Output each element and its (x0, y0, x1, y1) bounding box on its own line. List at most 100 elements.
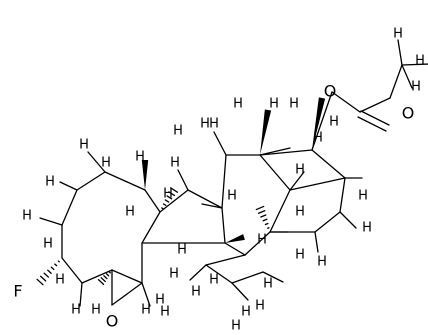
hash-h-9-6 (169, 187, 179, 193)
bond-C14-C13 (224, 242, 246, 256)
hydrogen-label: H (141, 303, 151, 318)
hash-h-15-6 (255, 205, 265, 211)
bond-C23-C24 (339, 177, 346, 213)
bond-C21-C15 (269, 189, 291, 233)
h-bond-9 (231, 282, 249, 301)
bond-C24-C21 (289, 177, 346, 191)
hydrogen-label: H (313, 131, 323, 146)
hash-o-5-1 (108, 271, 111, 274)
bond-C15-C14 (244, 231, 271, 256)
hydrogen-label: H (329, 115, 339, 130)
hash-f-3-1 (57, 260, 60, 263)
bond-C12-C13 (221, 207, 226, 244)
bond-C14-C18 (205, 254, 246, 266)
hydrogen-label: H (209, 117, 219, 132)
bond-lines (39, 39, 428, 307)
hydrogen-label: H (163, 187, 173, 202)
hash-h-9-4 (166, 195, 173, 200)
wedge-methyl-10 (141, 160, 149, 190)
oxygen-label-carbonyl: O (402, 104, 415, 123)
hash-f-3-4 (47, 269, 52, 274)
hydrogen-label: H (295, 205, 305, 220)
bond-C9-C10 (144, 189, 161, 213)
double-bond-a (357, 116, 387, 132)
bond-C6-C7 (111, 269, 143, 284)
bond-C12-C19 (221, 154, 227, 209)
bond-ester (311, 91, 333, 151)
hydrogen-label: H (227, 189, 237, 204)
hydrogen-label: H (411, 80, 421, 95)
bond-C18-C17 (205, 264, 233, 284)
bond-C24-C25 (311, 149, 346, 179)
hydrogen-label: H (177, 243, 187, 258)
hash-f-3-7 (36, 278, 44, 286)
hydrogen-label: H (55, 273, 65, 288)
hash-h-9-2 (162, 203, 167, 207)
stereo-wedges (141, 97, 326, 243)
hash-h-9-3 (164, 199, 170, 203)
hydrogen-label: H (79, 138, 89, 153)
hydrogen-label: H (358, 189, 368, 204)
hash-h-9-5 (168, 191, 176, 197)
bond-C17-C16 (231, 271, 264, 284)
bond-C4-C5 (61, 257, 83, 284)
fluorine-label: F (13, 282, 22, 301)
hydrogen-label: H (170, 156, 180, 171)
h-bond-12 (259, 147, 291, 156)
hydrogen-label: H (317, 255, 327, 270)
hydrogen-label: H (362, 221, 372, 236)
hydrogen-label: H (295, 248, 305, 263)
hash-f-3-5 (43, 272, 50, 278)
hydrogen-label: H (269, 97, 279, 112)
h-bond-14 (314, 231, 319, 253)
hash-o-5-2 (105, 273, 110, 277)
hydrogen-label: H (255, 299, 265, 314)
stereo-hashes (36, 187, 270, 286)
h-bond-18 (401, 63, 428, 66)
hydrogen-label: H (155, 293, 165, 308)
hydrogen-label: H (71, 303, 81, 318)
hash-f-3-3 (50, 266, 55, 271)
h-bond-8 (262, 271, 284, 283)
hash-f-3-2 (54, 263, 58, 267)
bond-C26-O2 (331, 91, 361, 113)
wedge-ester-17 (312, 97, 326, 150)
oxygen-label-ester: O (324, 82, 337, 101)
bond-C7-O1 (111, 282, 143, 306)
h-bond-15 (339, 211, 357, 229)
bond-C9-C11 (159, 189, 189, 213)
hydrogen-label: H (209, 273, 219, 288)
h-bond-17 (397, 39, 403, 66)
hash-h-15-4 (260, 214, 267, 218)
hydrogen-label: H (231, 319, 241, 334)
h-bond-3 (79, 282, 83, 307)
h-bond-5 (177, 169, 189, 191)
hash-h-15-2 (264, 222, 269, 226)
bond-C26-C27 (359, 97, 391, 113)
hash-h-15-1 (267, 227, 270, 229)
hydrogen-label: H (200, 117, 210, 132)
hydrogen-label: H (257, 233, 267, 248)
hydrogen-label: H (101, 156, 111, 171)
hydrogen-label: H (160, 305, 170, 320)
hash-h-15-3 (262, 218, 268, 222)
bond-C10-C1 (104, 171, 146, 191)
h-bond-10 (189, 264, 207, 281)
bond-C20-C25 (259, 149, 313, 156)
bond-C5-C6 (81, 269, 113, 284)
hydrogen-label: H (173, 124, 183, 139)
wedge-h-14 (225, 234, 245, 243)
hash-f-3-6 (39, 275, 47, 282)
bond-C20-C21 (259, 154, 291, 191)
h-bond-4 (141, 282, 151, 307)
h-bond-0 (87, 151, 106, 173)
hash-h-9-1 (161, 207, 164, 210)
bond-C1-C2 (76, 171, 106, 191)
h-bond-6 (201, 203, 223, 209)
hydrogen-label: H (263, 277, 273, 292)
wedge-methyl-13 (260, 109, 272, 155)
hydrogen-label: H (415, 54, 425, 69)
bond-C11-C12 (187, 189, 223, 209)
